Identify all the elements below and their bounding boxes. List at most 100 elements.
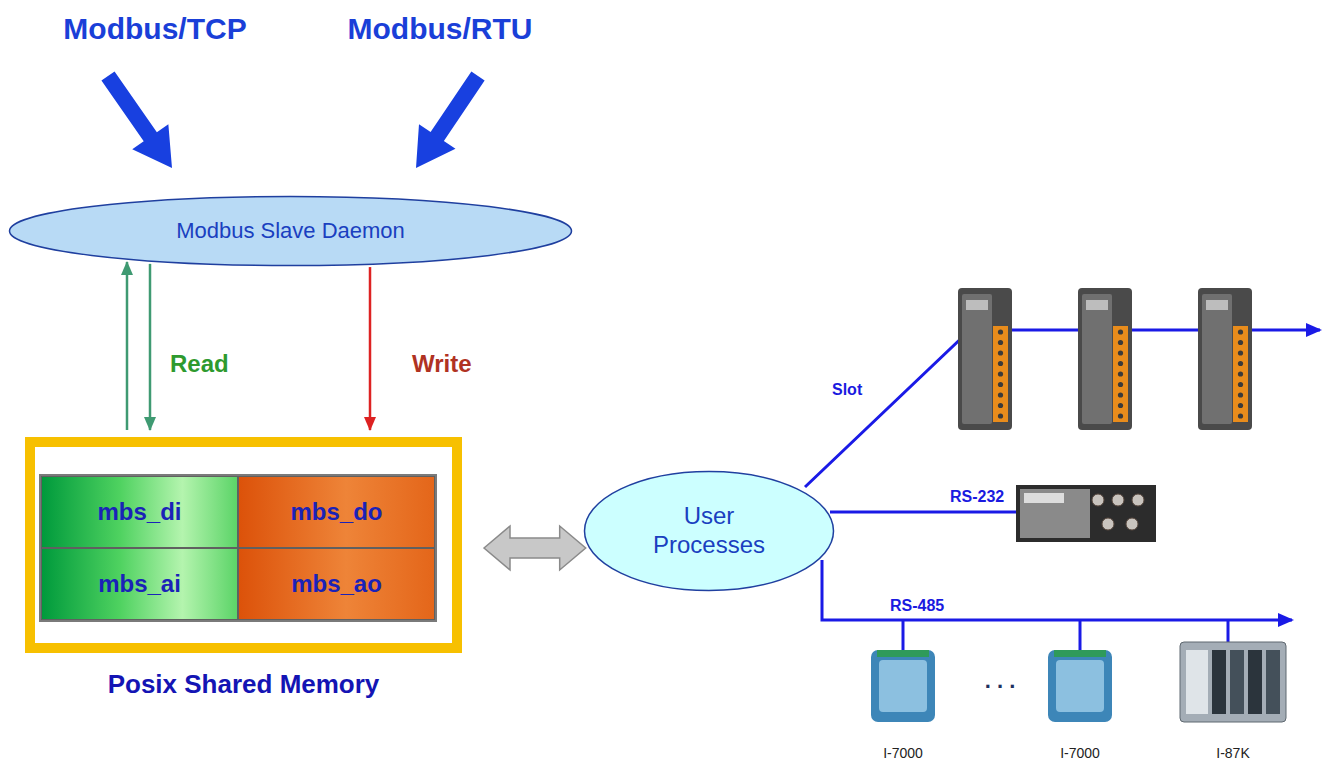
rack-slot <box>1266 650 1280 714</box>
edge-label: Read <box>170 350 229 378</box>
terminal-screw <box>998 371 1003 376</box>
node-label: mbs_do <box>290 498 382 526</box>
module-face <box>1082 294 1112 424</box>
terminal-screw <box>998 403 1003 408</box>
rack-slot <box>1212 650 1226 714</box>
flow-arrow <box>126 262 129 430</box>
io-module <box>1198 288 1252 430</box>
terminal-screw <box>1118 329 1123 334</box>
bus-line <box>830 511 1016 514</box>
ellipse-shape <box>10 197 572 266</box>
module-face <box>1202 294 1232 424</box>
terminal-screw <box>1118 371 1123 376</box>
protocol-arrow <box>101 71 172 168</box>
module-body <box>1048 650 1112 722</box>
memory-cell: mbs_di <box>41 476 238 548</box>
io-module <box>1078 288 1132 430</box>
terminal-strip <box>877 650 929 657</box>
module-tag <box>966 300 988 310</box>
node-label: mbs_ao <box>291 570 382 598</box>
drop-line <box>902 620 905 650</box>
module-face <box>879 660 927 712</box>
instrument-display <box>1024 493 1064 503</box>
flow-arrow <box>149 264 152 430</box>
edge-label: Write <box>412 350 472 378</box>
rack-body <box>1180 642 1286 722</box>
instrument-knob <box>1092 494 1104 506</box>
module-face <box>962 294 992 424</box>
memory-heading: Posix Shared Memory <box>25 669 462 700</box>
memory-cell: mbs_ao <box>238 548 435 620</box>
terminal-strip <box>1233 326 1248 422</box>
module-body <box>1198 288 1252 430</box>
device-label: I-7000 <box>1060 745 1100 761</box>
protocol-arrow <box>416 72 485 168</box>
rack-cpu <box>1186 650 1208 714</box>
terminal-screw <box>1238 413 1243 418</box>
shared-memory-box: Posix Shared Memorymbs_dimbs_dombs_aimbs… <box>25 437 462 653</box>
terminal-screw <box>1118 403 1123 408</box>
terminal-strip <box>1054 650 1106 657</box>
protocol-label: Modbus/TCP <box>63 12 246 47</box>
terminal-screw <box>998 413 1003 418</box>
terminal-screw <box>998 340 1003 345</box>
bus-label: RS-232 <box>950 488 1004 506</box>
terminal-screw <box>1118 340 1123 345</box>
bus-line <box>822 560 1292 620</box>
terminal-screw <box>1118 361 1123 366</box>
node-label: mbs_ai <box>98 570 181 598</box>
module-tag <box>1206 300 1228 310</box>
process-ellipse: User Processes <box>583 470 835 592</box>
terminal-screw <box>1238 371 1243 376</box>
node-label: mbs_di <box>97 498 181 526</box>
ellipsis-mark: . . . <box>985 668 1016 693</box>
terminal-screw <box>1238 403 1243 408</box>
terminal-screw <box>1238 350 1243 355</box>
terminal-screw <box>1238 382 1243 387</box>
rack-slot <box>1248 650 1262 714</box>
terminal-screw <box>998 329 1003 334</box>
double-arrow <box>484 526 586 570</box>
daemon-ellipse: Modbus Slave Daemon <box>8 195 573 267</box>
device-label: I-87K <box>1216 745 1249 761</box>
terminal-screw <box>1238 361 1243 366</box>
terminal-screw <box>1238 392 1243 397</box>
i7000-module <box>1048 650 1112 722</box>
bus-label: Slot <box>832 381 862 399</box>
module-body <box>958 288 1012 430</box>
instrument-panel <box>1020 489 1090 538</box>
rack-slot <box>1230 650 1244 714</box>
module-body <box>871 650 935 722</box>
terminal-screw <box>998 350 1003 355</box>
terminal-strip <box>993 326 1008 422</box>
i87k-rack <box>1180 642 1286 722</box>
flow-arrow <box>369 267 372 430</box>
terminal-screw <box>1118 392 1123 397</box>
terminal-strip <box>1113 326 1128 422</box>
terminal-screw <box>1118 413 1123 418</box>
instrument-knob <box>1102 518 1114 530</box>
terminal-screw <box>1238 340 1243 345</box>
module-tag <box>1086 300 1108 310</box>
instrument-knob <box>1112 494 1124 506</box>
protocol-label: Modbus/RTU <box>348 12 533 47</box>
memory-cell: mbs_do <box>238 476 435 548</box>
terminal-screw <box>998 392 1003 397</box>
instrument-body <box>1016 485 1156 542</box>
drop-line <box>1079 620 1082 650</box>
terminal-screw <box>998 382 1003 387</box>
instrument-knob <box>1126 518 1138 530</box>
node-label: Modbus Slave Daemon <box>176 218 405 244</box>
terminal-screw <box>1118 382 1123 387</box>
terminal-screw <box>1118 350 1123 355</box>
ellipse-shape <box>585 472 834 591</box>
drop-line <box>1227 620 1230 642</box>
i7000-module <box>871 650 935 722</box>
node-label: User Processes <box>639 502 779 560</box>
memory-cell: mbs_ai <box>41 548 238 620</box>
rs232-instrument <box>1016 485 1156 542</box>
